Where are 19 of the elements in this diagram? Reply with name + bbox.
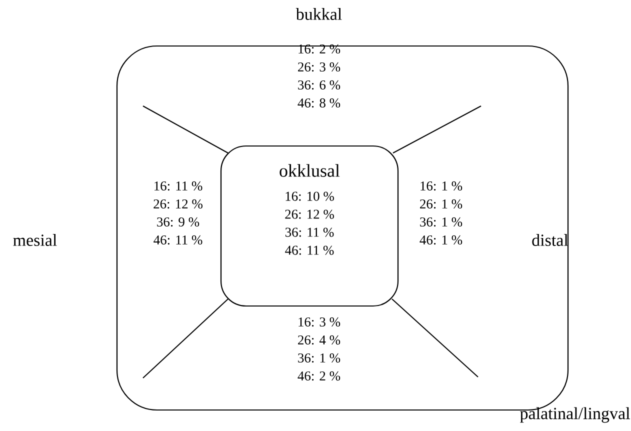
percentage-label: 36: 6 % — [298, 80, 340, 90]
surface-label: palatinal/lingval — [520, 407, 630, 423]
percentage-label: 16: 1 % — [420, 181, 462, 191]
surface-label: bukkal — [296, 8, 342, 20]
percentage-label: 46: 11 % — [154, 235, 202, 245]
surface-label: distal — [532, 234, 568, 246]
percentage-label: 46: 2 % — [298, 371, 340, 381]
percentage-label: 16: 11 % — [154, 181, 202, 191]
percentage-label: 46: 8 % — [298, 98, 340, 108]
percentage-label: 26: 3 % — [298, 62, 340, 72]
surface-label: mesial — [13, 234, 57, 246]
percentage-label: 36: 9 % — [157, 217, 200, 227]
percentage-label: 36: 1 % — [298, 353, 340, 363]
percentage-label: 46: 1 % — [420, 235, 462, 245]
percentage-label: 26: 4 % — [298, 335, 340, 345]
percentage-label: 26: 12 % — [154, 199, 202, 209]
percentage-label: 36: 1 % — [420, 217, 462, 227]
percentage-label: 26: 1 % — [420, 199, 462, 209]
zone-box: okklusal 16: 10 % 26: 12 % 36: 11 % 46: 11 % — [220, 145, 399, 307]
